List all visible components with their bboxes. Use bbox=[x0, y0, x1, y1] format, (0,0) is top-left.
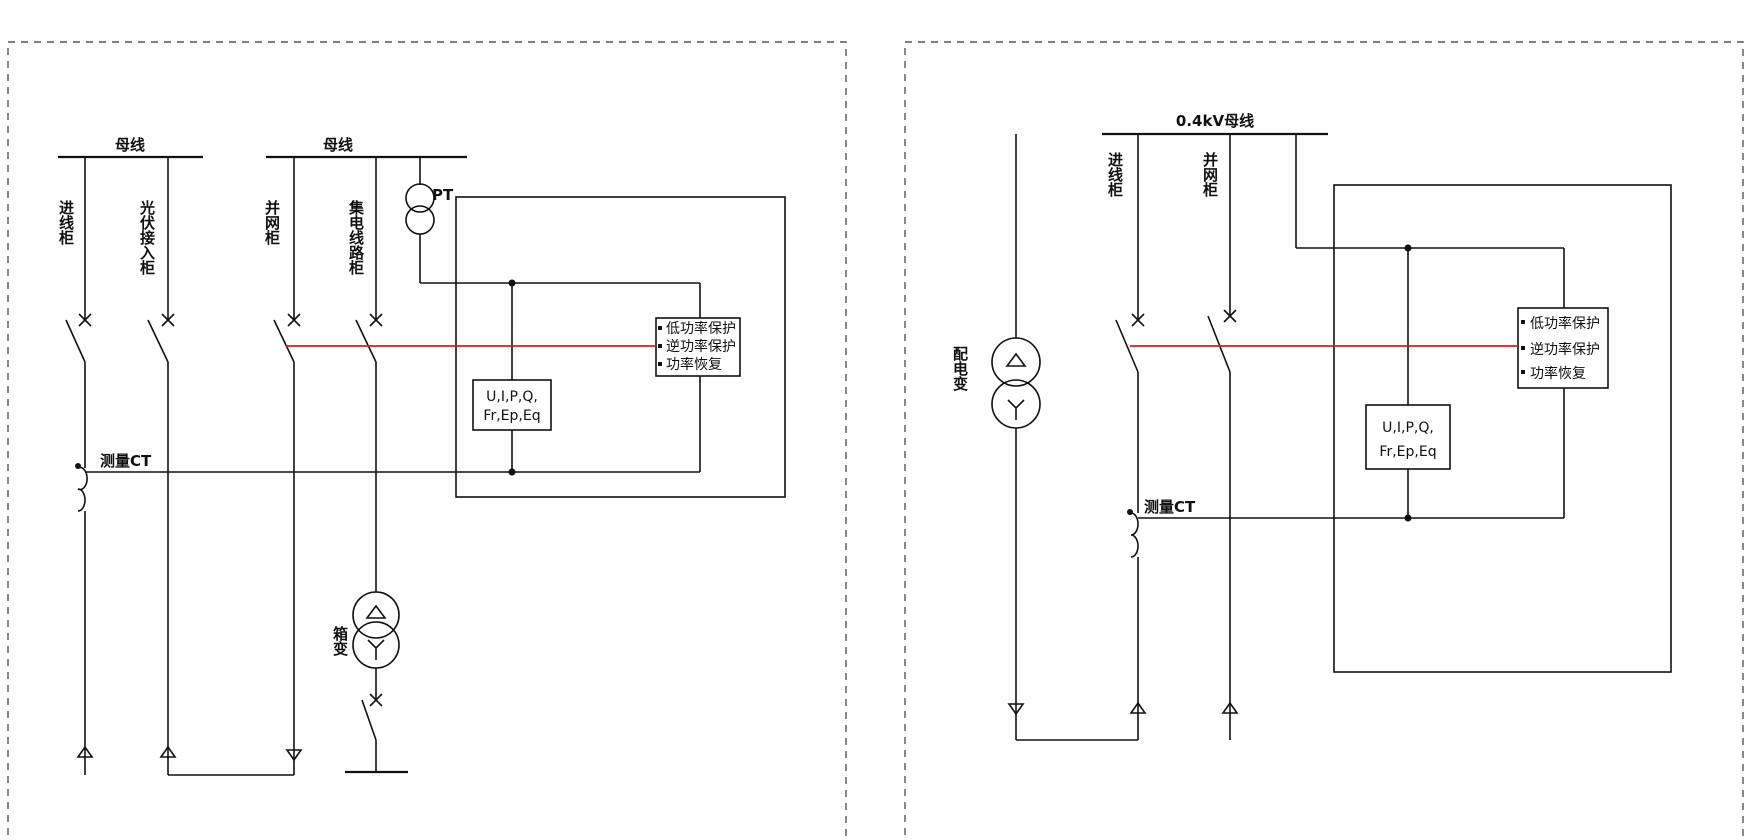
left-panel-border bbox=[7, 41, 847, 840]
left-control-frame bbox=[455, 196, 786, 498]
right-grid-cabinet-vlabel: 并网柜 bbox=[1201, 151, 1219, 198]
right-measurement-line2: Fr,Ep,Eq bbox=[1379, 444, 1436, 460]
right-ct-label: 测量CT bbox=[1144, 498, 1196, 516]
left-box-transformer-label: 箱变 bbox=[331, 625, 349, 657]
right-measurement-line1: U,I,P,Q, bbox=[1382, 420, 1434, 436]
left-bus-2-label: 母线 bbox=[323, 136, 353, 154]
right-protection-box bbox=[1517, 307, 1609, 389]
left-bus-1-label: 母线 bbox=[115, 136, 145, 154]
left-grid-feeder bbox=[273, 157, 303, 775]
left-diagram: 母线 母线 bbox=[58, 136, 786, 776]
right-measurement-box bbox=[1365, 404, 1451, 470]
right-diagram: 0.4kV母线 bbox=[991, 112, 1672, 741]
left-protection-box bbox=[655, 317, 741, 377]
left-incoming-cabinet-vlabel: 进线柜 bbox=[57, 200, 75, 246]
left-protection-1: 低功率保护 bbox=[666, 320, 736, 337]
left-protection-3: 功率恢复 bbox=[666, 356, 722, 373]
left-collector-cabinet-vlabel: 集电线路柜 bbox=[347, 199, 365, 276]
right-grid-feeder bbox=[1207, 134, 1239, 740]
left-protection-2: 逆功率保护 bbox=[666, 338, 736, 355]
left-incoming-feeder bbox=[65, 157, 94, 775]
right-protection-1: 低功率保护 bbox=[1530, 315, 1600, 332]
left-measurement-box bbox=[472, 379, 552, 431]
right-control-frame bbox=[1333, 184, 1672, 673]
left-pt-label: PT bbox=[432, 186, 454, 204]
left-pv-cabinet-vlabel: 光伏接入柜 bbox=[138, 199, 156, 276]
right-protection-3: 功率恢复 bbox=[1530, 365, 1586, 382]
left-pt bbox=[405, 157, 701, 472]
left-pv-feeder bbox=[147, 157, 294, 776]
right-protection-2: 逆功率保护 bbox=[1530, 341, 1600, 358]
right-incoming-feeder bbox=[1115, 134, 1147, 740]
left-box-transformer-bottom-coil bbox=[352, 621, 400, 669]
left-box-transformer-top-coil bbox=[352, 591, 400, 639]
left-measurement-line2: Fr,Ep,Eq bbox=[483, 408, 540, 424]
left-measurement-line1: U,I,P,Q, bbox=[486, 389, 538, 405]
right-transformer-feeder bbox=[991, 134, 1138, 741]
left-ct-label: 测量CT bbox=[100, 452, 152, 470]
right-incoming-cabinet-vlabel: 进线柜 bbox=[1106, 152, 1124, 198]
right-bus-label: 0.4kV母线 bbox=[1176, 112, 1254, 130]
right-distribution-transformer-vlabel: 配电变 bbox=[951, 346, 969, 392]
left-grid-cabinet-vlabel: 并网柜 bbox=[263, 199, 281, 246]
right-panel-border bbox=[904, 41, 1744, 840]
left-collector-feeder bbox=[345, 157, 408, 774]
